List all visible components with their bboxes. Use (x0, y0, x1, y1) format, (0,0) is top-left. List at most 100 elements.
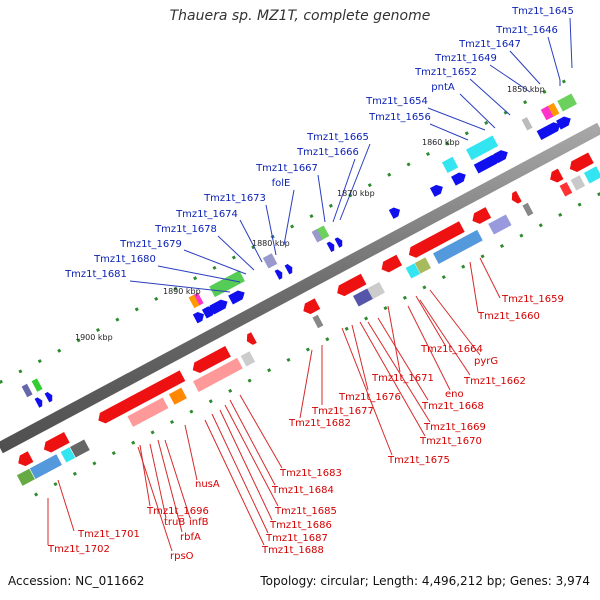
tick-mark (461, 264, 466, 269)
minus-gene-arrow (337, 273, 367, 297)
minus-gene-arrow (550, 168, 564, 183)
tick-mark (131, 440, 136, 445)
plus-gene-arrow (44, 392, 53, 403)
tick-mark (173, 286, 178, 291)
plus-label-tmz1t-1654: Tmz1t_1654 (365, 96, 428, 107)
plus-leader-tmz1t-1681 (129, 280, 231, 293)
plus-leader-tmz1t-1647 (509, 50, 541, 85)
plus-annotation-block (521, 117, 533, 131)
tick-mark (325, 337, 330, 342)
tick-mark (193, 276, 198, 281)
plus-gene-arrow (429, 184, 443, 197)
minus-annotation-block (405, 263, 421, 279)
tick-mark (387, 172, 392, 177)
tick-mark (499, 243, 505, 249)
plus-label-tmz1t-1645: Tmz1t_1645 (511, 6, 574, 17)
minus-annotation-block (366, 282, 385, 300)
tick-mark (53, 482, 58, 487)
plus-leader-tmz1t-1678 (217, 235, 255, 271)
minus-label-tmz1t-1662: Tmz1t_1662 (463, 376, 526, 387)
plus-gene-arrow (326, 241, 335, 253)
tick-mark (406, 162, 411, 167)
ruler-label-1900-kbp: 1900 kbp (75, 333, 113, 342)
plus-label-tmz1t-1667: Tmz1t_1667 (255, 163, 318, 174)
minus-leader-tmz1t-1686 (219, 409, 273, 521)
plus-leader-tmz1t-1674 (239, 219, 263, 263)
tick-mark (519, 233, 524, 238)
tick-mark (290, 224, 295, 229)
ruler-label-1880-kbp: 1880 kbp (252, 239, 290, 248)
minus-leader-rpso (137, 446, 173, 552)
minus-label-tmz1t-1669: Tmz1t_1669 (423, 422, 486, 433)
plus-leader-tmz1t-1667 (317, 174, 326, 223)
plus-gene-arrow (493, 150, 508, 164)
tick-mark (37, 359, 42, 364)
plus-label-tmz1t-1680: Tmz1t_1680 (93, 254, 156, 265)
minus-leader-eno (407, 305, 451, 391)
tick-mark (18, 369, 23, 374)
plus-gene-arrow (388, 207, 401, 219)
tick-mark (561, 79, 566, 84)
minus-annotation-block (312, 314, 324, 329)
tick-mark (538, 223, 543, 228)
minus-annotation-block (193, 357, 243, 392)
tick-mark (111, 451, 116, 456)
minus-label-tmz1t-1660: Tmz1t_1660 (477, 311, 540, 322)
plus-annotation-block (21, 383, 33, 398)
tick-mark (484, 120, 489, 125)
plus-gene-arrow (473, 154, 500, 174)
plus-leader-tmz1t-1656 (429, 123, 469, 141)
plus-leader-tmz1t-1665 (339, 143, 371, 221)
tick-mark (247, 378, 252, 383)
minus-leader-tmz1t-1659 (479, 257, 501, 299)
tick-mark (597, 192, 600, 197)
minus-gene-arrow (138, 370, 186, 403)
plus-gene-arrow (536, 122, 561, 140)
tick-mark (309, 214, 314, 219)
plus-annotation-block (192, 292, 204, 307)
plus-annotation-block (557, 93, 577, 112)
minus-label-tmz1t-1659: Tmz1t_1659 (501, 294, 564, 305)
minus-annotation-block (583, 166, 600, 184)
plus-label-pnta: pntA (431, 82, 455, 93)
tick-layer (0, 79, 600, 497)
minus-annotation-block (522, 202, 534, 217)
plus-gene-arrow (556, 116, 571, 130)
minus-label-tmz1t-1682: Tmz1t_1682 (288, 418, 351, 429)
feature-layer (16, 93, 600, 486)
plus-gene-arrow (274, 269, 283, 280)
plus-leader-fole (283, 189, 295, 246)
ruler-label-1850-kbp: 1850 kbp (507, 85, 545, 94)
plus-label-tmz1t-1647: Tmz1t_1647 (458, 39, 521, 50)
minus-leader-tmz1t-1682 (299, 349, 313, 419)
plus-annotation-block (31, 378, 43, 392)
tick-mark (464, 131, 469, 136)
minus-annotation-block (570, 175, 586, 191)
tick-mark (523, 100, 528, 105)
genome-backbone (0, 122, 600, 454)
minus-gene-arrow (303, 298, 321, 315)
minus-label-rpso: rpsO (170, 551, 194, 562)
tick-mark (212, 265, 217, 270)
minus-label-tmz1t-1677: Tmz1t_1677 (311, 406, 374, 417)
plus-label-tmz1t-1649: Tmz1t_1649 (434, 53, 497, 64)
minus-gene-arrow (18, 451, 34, 467)
plus-label-fole: folE (272, 178, 291, 189)
minus-label-tmz1t-1668: Tmz1t_1668 (421, 401, 484, 412)
tick-mark (422, 285, 427, 290)
tick-mark (441, 275, 446, 280)
plus-leader-tmz1t-1666 (332, 158, 356, 223)
tick-mark (402, 295, 407, 300)
map-title: Thauera sp. MZ1T, complete genome (169, 8, 431, 24)
minus-label-tmz1t-1683: Tmz1t_1683 (279, 468, 342, 479)
plus-leader-tmz1t-1652 (469, 78, 511, 116)
tick-mark (169, 419, 175, 425)
plus-gene-arrow (284, 264, 293, 275)
minus-gene-arrow (98, 391, 146, 424)
minus-leader-tmz1t-1701 (57, 479, 75, 532)
plus-gene-arrow (228, 290, 245, 305)
tick-mark (577, 202, 582, 207)
plus-label-tmz1t-1681: Tmz1t_1681 (64, 269, 127, 280)
minus-leader-tmz1t-1671 (387, 305, 401, 373)
plus-leader-tmz1t-1654 (427, 107, 486, 131)
